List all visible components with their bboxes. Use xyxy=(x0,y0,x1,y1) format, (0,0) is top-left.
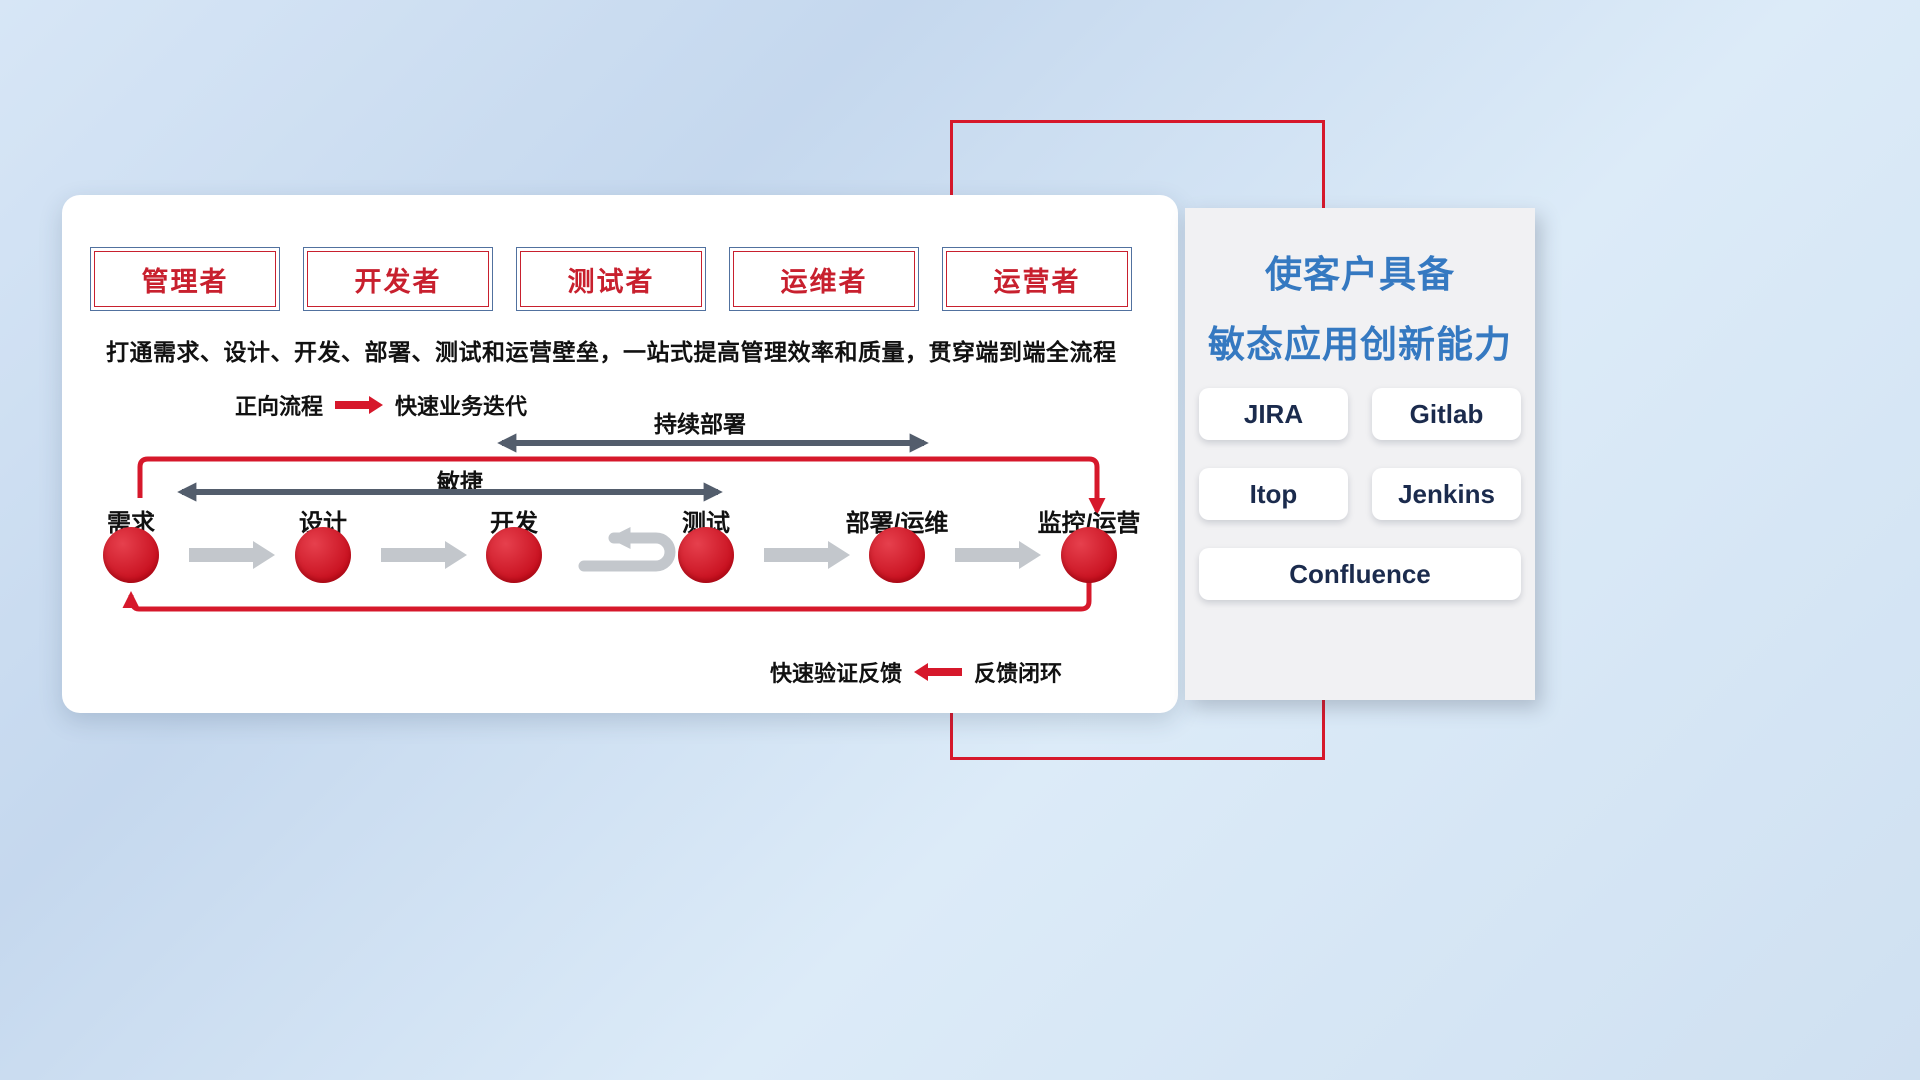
role-box-ops: 运维者 xyxy=(729,247,919,311)
role-label: 管理者 xyxy=(94,251,276,307)
stage-node-requirements xyxy=(103,527,159,583)
devops-flow-card: 管理者 开发者 测试者 运维者 运营者 打通需求、设计、开发、部署、测试和运营壁… xyxy=(62,195,1178,713)
tool-box-gitlab: Gitlab xyxy=(1372,388,1521,440)
flow-diagram-canvas xyxy=(122,433,1106,612)
tool-box-jenkins: Jenkins xyxy=(1372,468,1521,520)
stage-node-monitor-ops xyxy=(1061,527,1117,583)
tool-box-confluence: Confluence xyxy=(1199,548,1521,600)
feedback-label: 快速验证反馈 xyxy=(770,661,903,686)
role-box-developer: 开发者 xyxy=(303,247,493,311)
continuous-deploy-label: 持续部署 xyxy=(654,411,746,437)
tool-box-jira: JIRA xyxy=(1199,388,1348,440)
tool-box-itop: Itop xyxy=(1199,468,1348,520)
role-label: 测试者 xyxy=(520,251,702,307)
tools-grid: JIRA Gitlab Itop Jenkins Confluence xyxy=(1199,388,1521,600)
stage-iterate-uturn-arrow xyxy=(578,527,676,572)
role-box-manager: 管理者 xyxy=(90,247,280,311)
stage-arrow-1 xyxy=(189,541,275,569)
legend-forward-flow: 正向流程 快速业务迭代 xyxy=(235,389,527,421)
role-box-tester: 测试者 xyxy=(516,247,706,311)
forward-arrow-icon xyxy=(335,396,384,414)
stage-node-test xyxy=(678,527,734,583)
roles-row: 管理者 开发者 测试者 运维者 运营者 xyxy=(90,247,1132,311)
stage-arrow-2 xyxy=(381,541,467,569)
stage-arrow-4 xyxy=(955,541,1041,569)
legend-feedback-loop: 快速验证反馈 反馈闭环 xyxy=(770,656,1062,688)
panel-title-line2: 敏态应用创新能力 xyxy=(1208,324,1512,365)
role-label: 运维者 xyxy=(733,251,915,307)
forward-flow-label: 正向流程 xyxy=(235,394,324,419)
stage-node-deploy-ops xyxy=(869,527,925,583)
role-box-operator: 运营者 xyxy=(942,247,1132,311)
capability-panel: 使客户具备 敏态应用创新能力 JIRA Gitlab Itop Jenkins … xyxy=(1185,208,1535,700)
stage-node-design xyxy=(295,527,351,583)
forward-flow-desc: 快速业务迭代 xyxy=(395,394,528,419)
red-loop-bottom-line xyxy=(122,581,1092,612)
stage-node-develop xyxy=(486,527,542,583)
role-label: 运营者 xyxy=(946,251,1128,307)
feedback-desc: 反馈闭环 xyxy=(974,661,1063,686)
panel-title-line1: 使客户具备 xyxy=(1265,254,1455,295)
feedback-arrow-icon xyxy=(914,663,963,681)
stage-arrow-3 xyxy=(764,541,850,569)
role-label: 开发者 xyxy=(307,251,489,307)
card-subtitle: 打通需求、设计、开发、部署、测试和运营壁垒，一站式提高管理效率和质量，贯穿端到端… xyxy=(106,339,1117,365)
red-loop-top-line xyxy=(137,456,1106,516)
